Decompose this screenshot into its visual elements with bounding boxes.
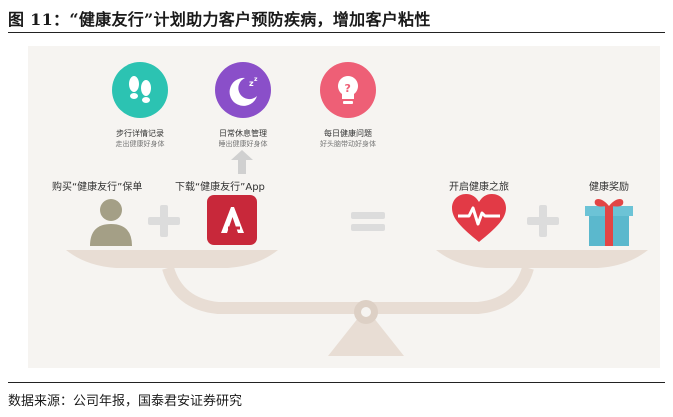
feature-walk-title: 步行详情记录: [116, 129, 164, 138]
moon-sleep-icon: z z: [215, 62, 271, 118]
equals-bottom-bar: [351, 224, 385, 231]
feature-rest-desc: 睡出健康好身体: [218, 140, 268, 148]
source-rule: [8, 382, 665, 383]
download-app-label: 下载“健康友行”App: [175, 182, 265, 193]
data-source: 数据来源：公司年报，国泰君安证券研究: [8, 394, 243, 409]
lightbulb-question-icon: ?: [320, 62, 376, 118]
plus-icon: [148, 205, 180, 237]
app-icon: [207, 195, 257, 249]
title-rule: [8, 32, 665, 33]
health-journey-label: 开启健康之旅: [449, 182, 509, 193]
feature-question-desc: 好头脑带动好身体: [320, 140, 376, 148]
gift-icon: [585, 192, 633, 252]
plus-icon: [527, 205, 559, 237]
health-reward-label: 健康奖励: [589, 182, 629, 193]
user-icon: [86, 196, 136, 250]
feature-rest-title: 日常休息管理: [219, 129, 267, 138]
feature-walk-desc: 走出健康好身体: [115, 140, 165, 148]
svg-text:z: z: [254, 76, 258, 83]
feature-question-title: 每日健康问题: [324, 129, 372, 138]
figure-title: 图 11：“健康友行”计划助力客户预防疾病，增加客户粘性: [8, 10, 431, 29]
equals-top-bar: [351, 212, 385, 219]
heart-pulse-icon: [452, 194, 506, 248]
svg-text:z: z: [249, 79, 254, 88]
balance-scale: [28, 246, 660, 370]
footprints-icon: [112, 62, 168, 118]
arrow-up-icon: [231, 150, 253, 178]
buy-policy-label: 购买“健康友行”保单: [52, 182, 143, 193]
svg-text:?: ?: [345, 82, 351, 95]
